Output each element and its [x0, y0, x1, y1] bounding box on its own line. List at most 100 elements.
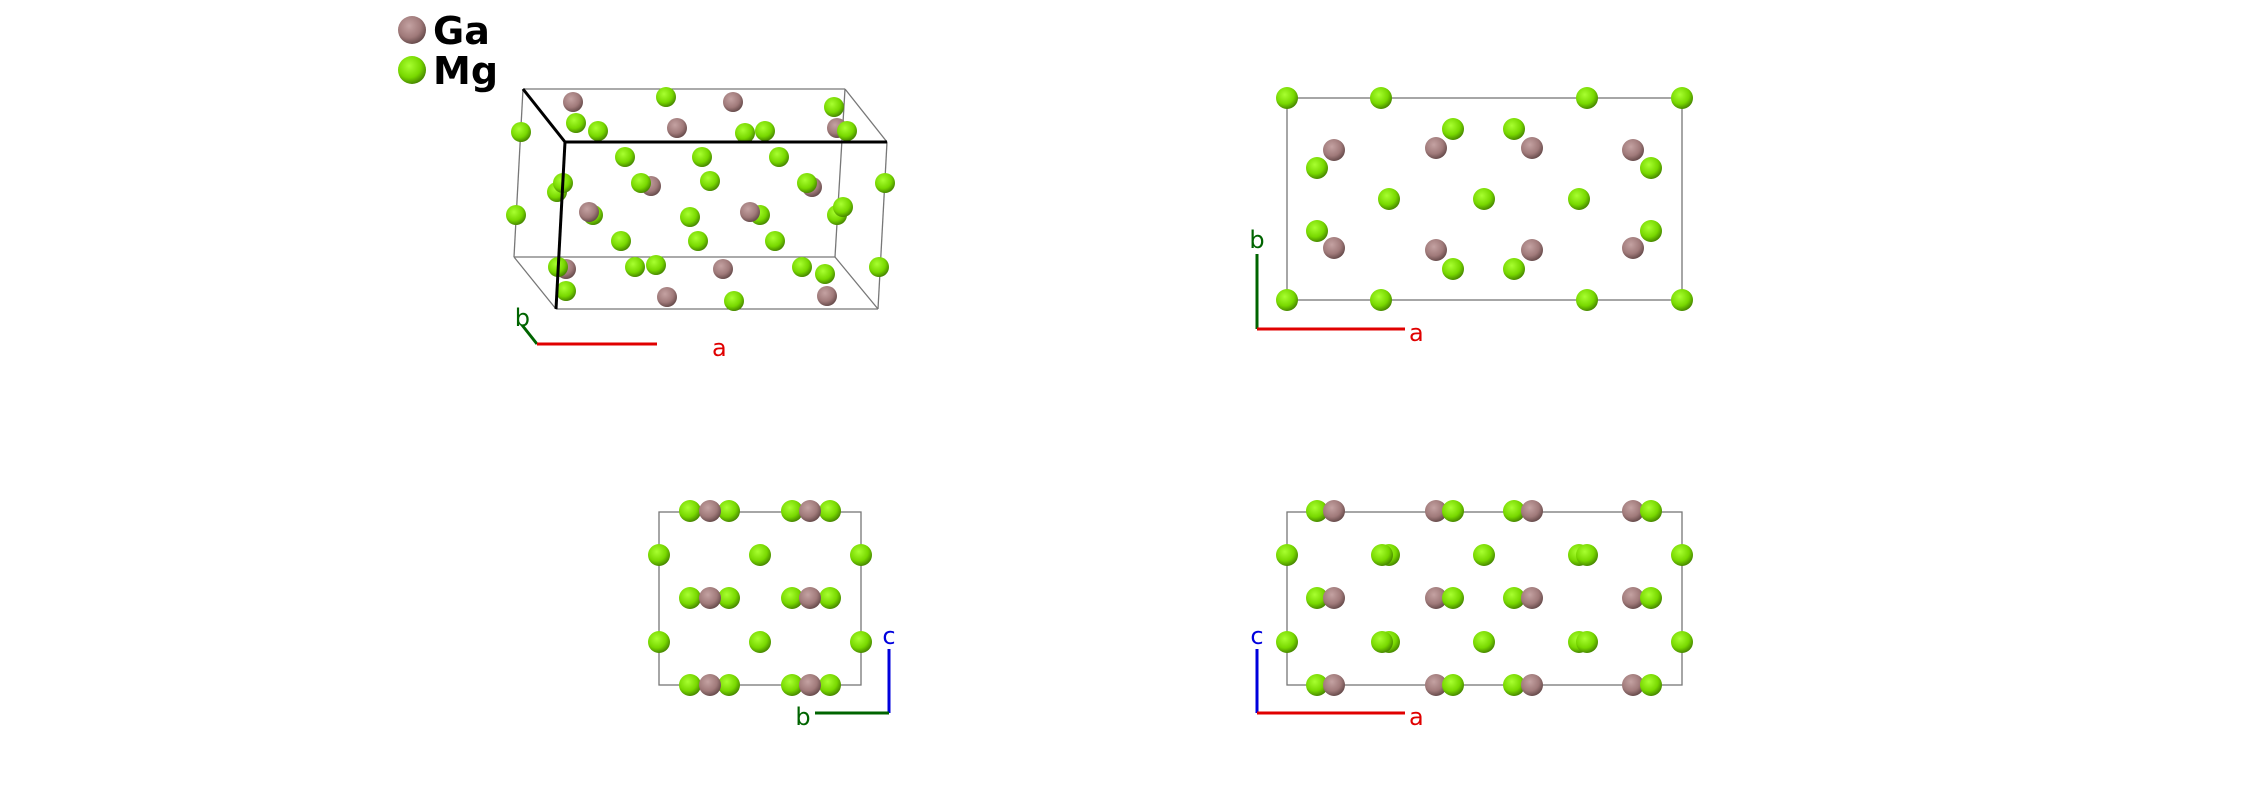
mg-atom — [824, 97, 844, 117]
axis-indicator: b a — [515, 304, 727, 362]
ga-atom — [713, 259, 733, 279]
mg-atom — [781, 587, 803, 609]
mg-atom — [815, 264, 835, 284]
mg-atom — [1276, 289, 1298, 311]
ga-atom — [1521, 500, 1543, 522]
mg-atom — [1370, 87, 1392, 109]
mg-atom — [692, 147, 712, 167]
mg-atom — [1503, 118, 1525, 140]
mg-atom — [679, 500, 701, 522]
mg-atom — [755, 121, 775, 141]
mg-atom — [679, 587, 701, 609]
mg-atom — [1306, 587, 1328, 609]
mg-atom — [735, 123, 755, 143]
mg-atom — [797, 173, 817, 193]
unit-cell — [1286, 97, 1683, 301]
ga-atom — [1622, 237, 1644, 259]
unit-cell-back — [513, 88, 888, 310]
c-axis-label: c — [882, 622, 895, 650]
mg-atom — [850, 631, 872, 653]
mg-atom — [1378, 188, 1400, 210]
mg-atom — [819, 587, 841, 609]
mg-atom — [1576, 631, 1598, 653]
b-axis-label: b — [795, 703, 810, 731]
mg-atom — [781, 674, 803, 696]
ga-atom — [657, 287, 677, 307]
mg-atom — [749, 631, 771, 653]
ga-atom — [1323, 587, 1345, 609]
mg-atom — [1276, 631, 1298, 653]
mg-atom — [1503, 500, 1525, 522]
mg-atom — [781, 500, 803, 522]
mg-atom — [1640, 157, 1662, 179]
mg-atom — [631, 173, 651, 193]
mg-atom — [648, 631, 670, 653]
mg-atom — [1371, 544, 1393, 566]
legend: Ga Mg — [398, 9, 498, 93]
mg-atom — [749, 544, 771, 566]
ga-atom — [817, 286, 837, 306]
ga-atom — [1425, 587, 1447, 609]
ga-atom — [1622, 139, 1644, 161]
mg-atom — [656, 87, 676, 107]
mg-atom — [1276, 87, 1298, 109]
atoms-ab — [1276, 87, 1693, 311]
ga-atom — [667, 118, 687, 138]
mg-atom — [1306, 500, 1328, 522]
mg-atom — [1640, 674, 1662, 696]
ga-atom — [1521, 239, 1543, 261]
ab-projection-view: b a — [1249, 87, 1693, 347]
mg-atom — [1442, 118, 1464, 140]
ga-atom — [723, 92, 743, 112]
mg-atom — [611, 231, 631, 251]
ga-atom — [699, 500, 721, 522]
ga-atom — [1622, 674, 1644, 696]
mg-atom — [1576, 87, 1598, 109]
mg-atom — [679, 674, 701, 696]
ac-projection-view: c a — [1250, 500, 1693, 731]
b-axis-label: b — [1249, 226, 1264, 254]
ga-atom — [1521, 137, 1543, 159]
ga-atom — [579, 202, 599, 222]
mg-atom — [556, 281, 576, 301]
a-axis-label: a — [1409, 703, 1424, 731]
ga-atom — [1323, 139, 1345, 161]
ga-atom — [1425, 674, 1447, 696]
ga-atom — [563, 92, 583, 112]
mg-atom — [1503, 674, 1525, 696]
mg-atom — [1442, 587, 1464, 609]
mg-atom — [724, 291, 744, 311]
atoms-perspective — [506, 87, 895, 311]
mg-atom — [718, 587, 740, 609]
b-axis-label: b — [515, 304, 530, 332]
mg-atom — [1503, 587, 1525, 609]
mg-atom — [1276, 544, 1298, 566]
mg-atom — [792, 257, 812, 277]
mg-atom — [819, 500, 841, 522]
atoms-bc — [648, 500, 872, 696]
mg-atom — [765, 231, 785, 251]
mg-atom — [688, 231, 708, 251]
mg-atom — [1640, 220, 1662, 242]
atoms-ac — [1276, 500, 1693, 696]
mg-atom — [625, 257, 645, 277]
c-axis-label: c — [1250, 622, 1263, 650]
ga-atom — [699, 587, 721, 609]
mg-atom — [646, 255, 666, 275]
mg-atom — [1671, 289, 1693, 311]
perspective-view: b a — [506, 87, 895, 362]
mg-atom — [588, 121, 608, 141]
ga-atom — [799, 500, 821, 522]
ga-atom — [1323, 500, 1345, 522]
ga-atom — [699, 674, 721, 696]
mg-legend-label: Mg — [433, 49, 498, 93]
ga-atom — [1323, 674, 1345, 696]
unit-cell-axes-bold — [521, 88, 887, 310]
b-axis-line — [520, 324, 539, 345]
a-axis-label: a — [712, 334, 727, 362]
ga-atom — [1425, 239, 1447, 261]
unit-cell — [1286, 511, 1683, 686]
mg-atom — [1568, 188, 1590, 210]
ga-atom — [1622, 500, 1644, 522]
